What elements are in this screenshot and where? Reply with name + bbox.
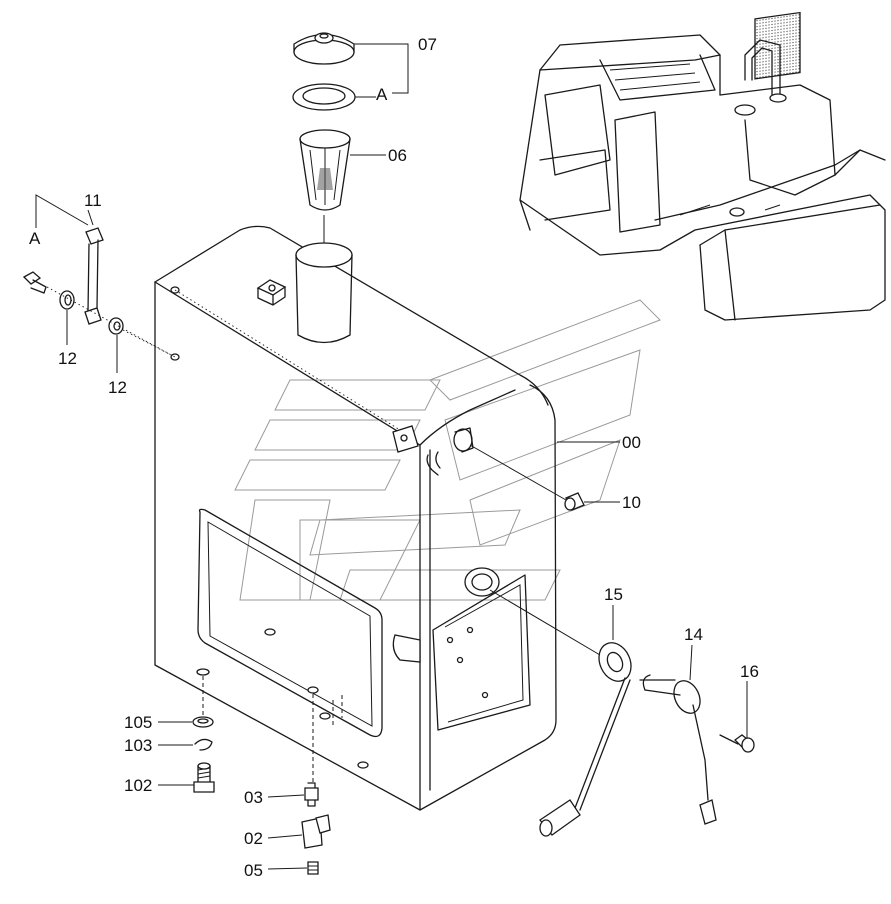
washer-105 [192,716,214,728]
snap-ring-103 [194,738,213,751]
callout-10: 10 [622,493,641,512]
callout-02: 02 [244,829,263,848]
callout-102: 102 [124,776,152,795]
callout-11: 11 [84,191,102,210]
drain-cock-03 [304,782,319,807]
screw-16 [719,734,755,753]
fuel-strainer [299,129,351,211]
callout-07: 07 [418,35,437,54]
drain-cap-05 [307,861,319,875]
level-sender [539,674,717,837]
level-gauge [84,227,104,325]
callout-06: 06 [388,146,407,165]
drain-valve-02 [301,814,331,849]
bolt-102 [193,762,215,793]
gauge-bolt [22,271,47,294]
callout-a-left: A [29,229,41,248]
callout-105: 105 [124,713,152,732]
callout-15: 15 [604,585,623,604]
watermark-logo [234,299,661,601]
washer-12b [108,317,124,335]
fuel-tank-body [154,225,557,811]
leader-lines [35,43,748,870]
callout-14: 14 [684,625,703,644]
cap-seal [292,83,356,111]
callout-12a: 12 [58,349,77,368]
sender-gasket [598,642,632,682]
callout-16: 16 [740,662,759,681]
callout-00: 00 [622,433,641,452]
callout-03: 03 [244,788,263,807]
plug-10 [564,492,585,511]
washer-12a [59,290,75,310]
callout-05: 05 [244,861,263,880]
callout-a-top: A [376,85,388,104]
callout-12b: 12 [108,378,127,397]
fuel-cap [293,32,355,65]
excavator-overview [519,11,886,321]
callout-103: 103 [124,736,152,755]
